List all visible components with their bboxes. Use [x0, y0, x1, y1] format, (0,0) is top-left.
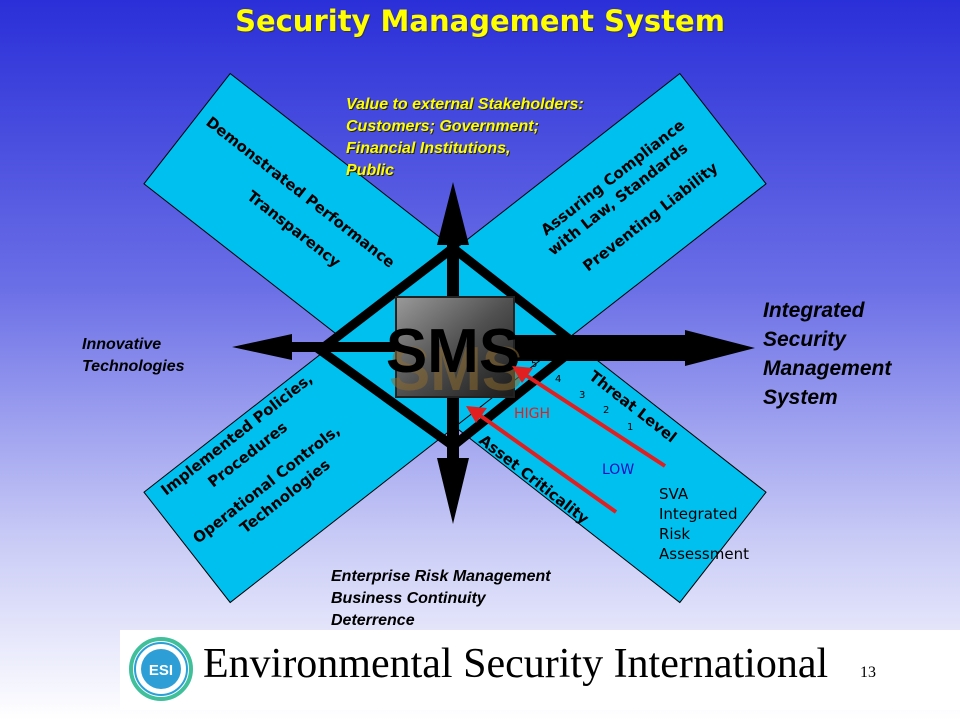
axis-right-line: Integrated: [763, 299, 865, 322]
sva-line: Assessment: [659, 545, 749, 563]
axis-bottom-line: Enterprise Risk Management: [331, 568, 551, 585]
right-arrow-head: [685, 330, 755, 366]
scale-number: 2: [603, 405, 609, 416]
page-number: 13: [860, 664, 876, 681]
threat-arrow-line: [522, 372, 667, 468]
axis-left-line: Technologies: [82, 358, 185, 375]
sms-block: [395, 296, 515, 398]
innovative-technologies-text: Innovative Technologies: [82, 334, 185, 378]
asset-arrow-head: [466, 406, 487, 423]
scale-number: 5: [531, 359, 537, 370]
axis-bottom-line: Deterrence: [331, 612, 415, 629]
sva-text: SVA Integrated Risk Assessment: [659, 484, 749, 564]
page-title: Security Management System: [235, 4, 725, 38]
axis-right-line: Management: [763, 357, 892, 380]
left-arrow-head: [232, 334, 292, 360]
logo-text: ESI: [149, 662, 173, 679]
left-arrow-shaft: [290, 342, 455, 352]
axis-top-line: Financial Institutions,: [346, 140, 511, 157]
axis-top-line: Public: [346, 162, 395, 179]
center-diamond: [312, 242, 586, 452]
axis-top-line: Customers; Government;: [346, 118, 539, 135]
scale-number: 3: [579, 390, 585, 401]
scale-number: 4: [555, 374, 561, 385]
value-stakeholders-text: Value to external Stakeholders: Customer…: [346, 94, 584, 182]
threat-arrow-head: [512, 366, 533, 383]
scale-number: 1: [627, 422, 633, 433]
axis-right-line: Security: [763, 328, 846, 351]
sva-line: Integrated: [659, 505, 738, 523]
sva-line: Risk: [659, 525, 691, 543]
high-label: HIGH: [514, 406, 550, 422]
integrated-security-text: Integrated Security Management System: [763, 296, 891, 412]
footer-bar: [120, 630, 960, 710]
up-arrow-head: [437, 182, 469, 245]
enterprise-risk-text: Enterprise Risk Management Business Cont…: [331, 566, 551, 632]
asset-arrow-line: [476, 412, 618, 514]
esi-logo: ESI: [129, 637, 193, 701]
sms-label: SMS: [386, 317, 520, 386]
low-label: LOW: [602, 462, 634, 478]
sms-label-shadow: SMS: [389, 335, 523, 404]
axis-bottom-line: Business Continuity: [331, 590, 486, 607]
company-name: Environmental Security International: [203, 641, 829, 687]
axis-left-line: Innovative: [82, 336, 162, 353]
down-arrow-head: [437, 458, 469, 524]
axis-top-line: Value to external Stakeholders:: [346, 96, 584, 113]
axis-right-line: System: [763, 386, 838, 409]
sva-line: SVA: [659, 485, 689, 503]
